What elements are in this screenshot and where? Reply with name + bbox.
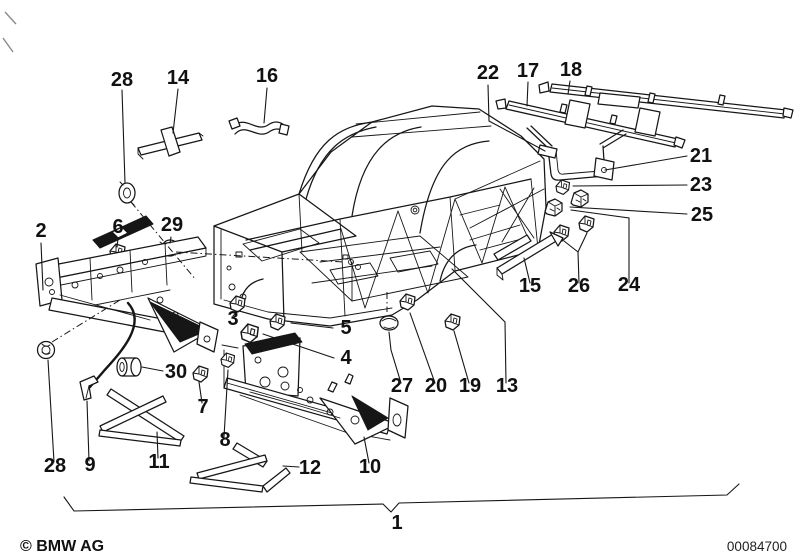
- copyright-text: © BMW AG: [20, 538, 104, 555]
- callout-30[interactable]: 30: [165, 361, 187, 383]
- clip-20-drawing: [399, 293, 416, 311]
- callout-23[interactable]: 23: [690, 174, 712, 196]
- hook-9-drawing: [79, 375, 99, 401]
- callout-16[interactable]: 16: [256, 65, 278, 87]
- rear-grid-drawing: [495, 81, 794, 149]
- callout-8[interactable]: 8: [219, 429, 230, 451]
- callout-labels: 28 14 16 22 17 18 21 23 25 2 6 29 15 26 …: [35, 59, 713, 534]
- callout-19[interactable]: 19: [459, 375, 481, 397]
- callout-10[interactable]: 10: [359, 456, 381, 478]
- callout-28-top[interactable]: 28: [111, 69, 133, 91]
- body-shell-drawing: [213, 105, 547, 327]
- clip-7-drawing: [192, 365, 209, 383]
- bushing-30-drawing: [116, 357, 142, 377]
- strip-16-drawing: [228, 117, 290, 136]
- callout-7[interactable]: 7: [197, 396, 208, 418]
- callout-9[interactable]: 9: [84, 454, 95, 476]
- callout-6[interactable]: 6: [112, 216, 123, 238]
- callout-21[interactable]: 21: [690, 145, 712, 167]
- callout-28-bottom[interactable]: 28: [44, 455, 66, 477]
- leader-lines: [40, 80, 688, 468]
- v-brace-12-drawing: [189, 442, 291, 493]
- callout-17[interactable]: 17: [517, 60, 539, 82]
- carrier-22-drawing: [526, 125, 627, 181]
- callout-13[interactable]: 13: [496, 375, 518, 397]
- callout-5[interactable]: 5: [340, 317, 351, 339]
- callout-1[interactable]: 1: [391, 512, 402, 534]
- callout-2[interactable]: 2: [35, 220, 46, 242]
- callout-25[interactable]: 25: [691, 204, 713, 226]
- callout-24[interactable]: 24: [618, 274, 641, 296]
- callout-26[interactable]: 26: [568, 275, 590, 297]
- callout-14[interactable]: 14: [167, 67, 190, 89]
- clip-4-drawing: [240, 323, 259, 344]
- grommet-27-drawing: [379, 315, 399, 331]
- callout-3[interactable]: 3: [227, 308, 238, 330]
- x-brace-11-drawing: [98, 388, 185, 447]
- mid-subframe-drawing: [221, 332, 409, 445]
- grommet-28-bottom-drawing: [36, 340, 56, 360]
- clip-23-drawing: [555, 179, 571, 195]
- callout-27[interactable]: 27: [391, 375, 413, 397]
- clip-19-drawing: [444, 313, 461, 331]
- clip-5-drawing: [269, 313, 286, 331]
- front-subframe-drawing: [35, 215, 219, 389]
- callout-12[interactable]: 12: [299, 457, 321, 479]
- callout-22[interactable]: 22: [477, 62, 499, 84]
- rail-15-drawing: [493, 231, 564, 281]
- alignment-lines: [51, 201, 388, 343]
- corner-marks: [2, 11, 17, 53]
- callout-4[interactable]: 4: [340, 347, 352, 369]
- callout-15[interactable]: 15: [519, 275, 541, 297]
- callout-11[interactable]: 11: [148, 451, 169, 473]
- bracket-25-pair-drawing: [544, 189, 589, 217]
- callout-18[interactable]: 18: [560, 59, 582, 81]
- bracket-14-drawing: [137, 126, 204, 160]
- document-number: 00084700: [727, 539, 787, 554]
- grommet-28-top-drawing: [118, 181, 136, 206]
- span-bracket-part-1: [63, 483, 740, 513]
- callout-29[interactable]: 29: [161, 214, 183, 236]
- clip-8-drawing: [220, 352, 236, 368]
- callout-20[interactable]: 20: [425, 375, 447, 397]
